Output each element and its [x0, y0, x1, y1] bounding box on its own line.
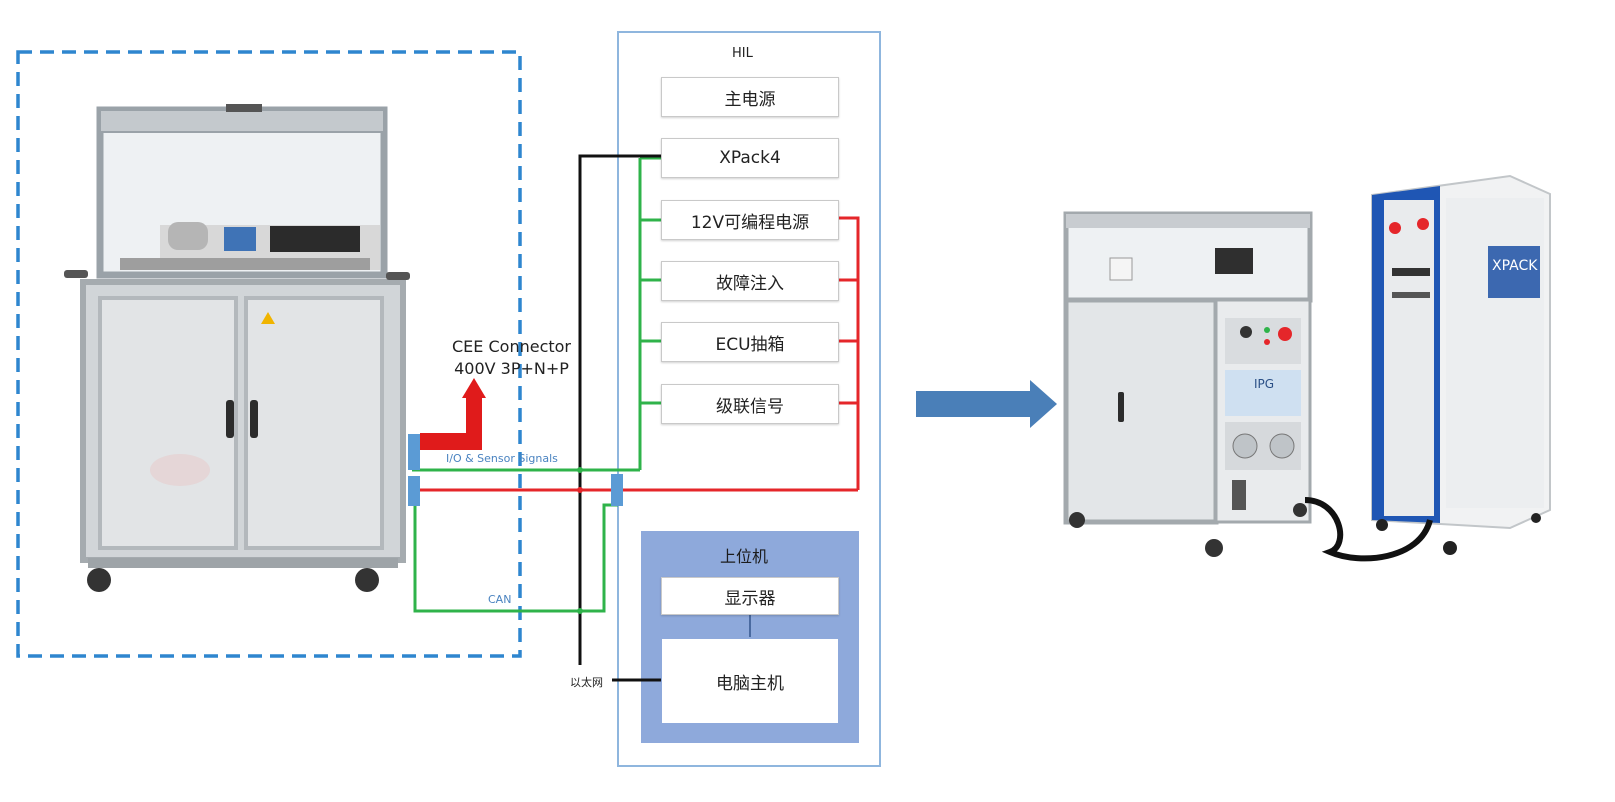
interconnect-cable [1304, 497, 1433, 562]
red-wires [415, 216, 860, 492]
io-connector-block [408, 434, 420, 470]
green-wires [412, 156, 662, 613]
module-fault-injection: 故障注入 [661, 261, 839, 301]
host-pc-title: 上位机 [720, 547, 769, 566]
module-cascade-signal: 级联信号 [661, 384, 839, 424]
module-12v-programmable-power: 12V可编程电源 [661, 200, 839, 240]
display-box: 显示器 [661, 577, 839, 615]
computer-box: 电脑主机 [661, 638, 839, 724]
power-arrow-symbol [420, 378, 486, 450]
svg-text:XPACK: XPACK [1492, 258, 1538, 274]
junction-dots [577, 467, 583, 614]
can-label: CAN [488, 593, 512, 606]
cee-connector-line1: CEE Connector [452, 337, 571, 356]
cee-connector-label: CEE Connector 400V 3P+N+P [452, 336, 571, 380]
eps-bench-illustration: IPG [1063, 211, 1313, 557]
ethernet-wire [578, 154, 662, 682]
xpack4-cabinet-illustration: XPACK [1371, 174, 1551, 555]
hil-title: HIL [732, 46, 753, 61]
cee-connector-line2: 400V 3P+N+P [454, 359, 569, 378]
module-main-power: 主电源 [661, 77, 839, 117]
power-connector-block [408, 476, 420, 506]
test-bench-enclosure [16, 50, 522, 658]
module-ecu-drawer: ECU抽箱 [661, 322, 839, 362]
hil-connector-block [611, 474, 623, 506]
flow-arrow [916, 380, 1057, 428]
ethernet-label: 以太网 [570, 674, 603, 690]
module-xpack4: XPack4 [661, 138, 839, 178]
test-bench-illustration [64, 104, 410, 592]
svg-text:IPG: IPG [1254, 377, 1274, 391]
io-signals-label: I/O & Sensor Signals [446, 452, 558, 465]
